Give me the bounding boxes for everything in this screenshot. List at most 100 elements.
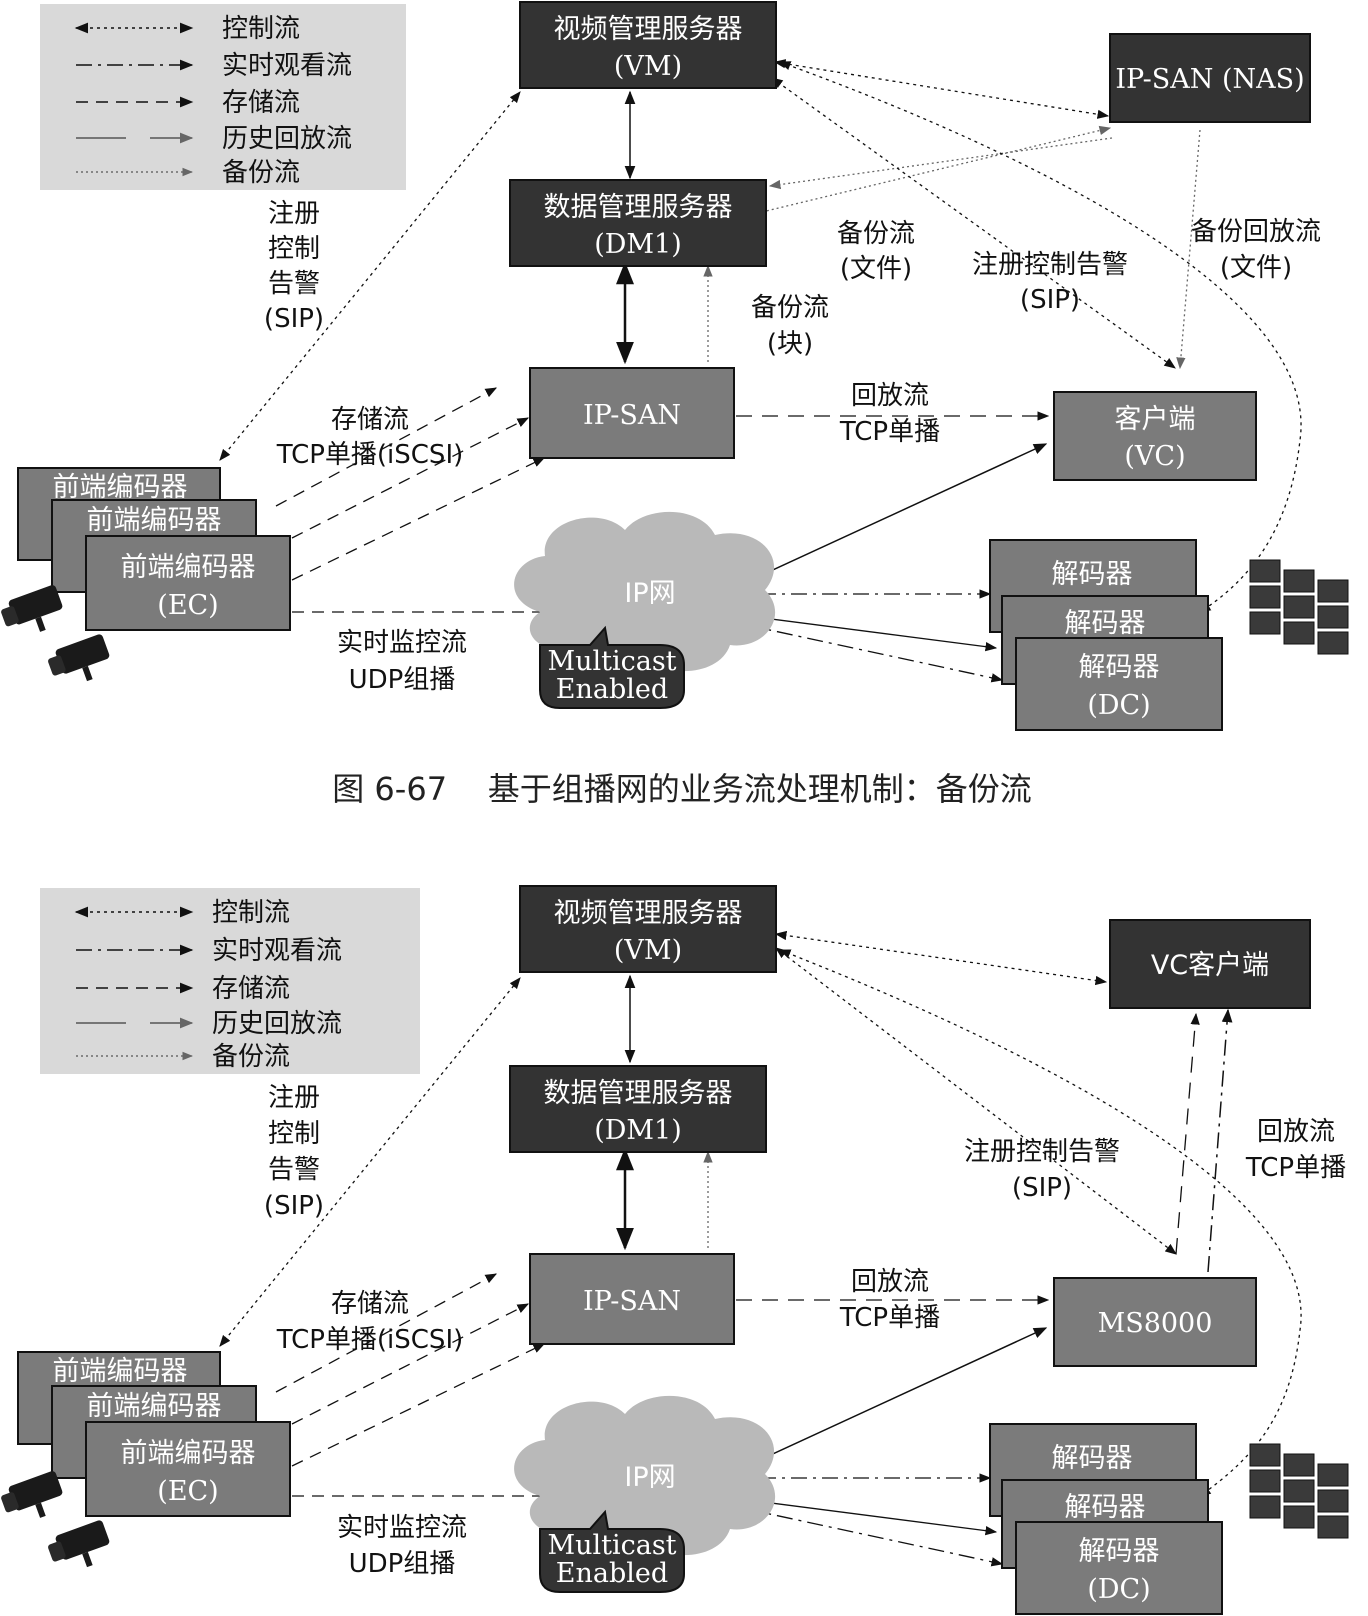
- encoder-label-back2: 前端编码器: [87, 505, 222, 536]
- legend-label-live: 实时观看流: [222, 51, 352, 81]
- backup-block-label-1: 备份流: [751, 293, 829, 323]
- sip-left-line3: 告警: [268, 269, 320, 299]
- encoder-label: 前端编码器: [121, 552, 256, 583]
- ec-ipsan-storage-1: [275, 387, 498, 507]
- nas-client-backup-playback: [1176, 129, 1201, 370]
- decoder-stack: 解码器 解码器 解码器 (DC): [989, 539, 1349, 731]
- encoder-box: [85, 535, 291, 631]
- b-encoder-label: 前端编码器: [121, 1438, 256, 1469]
- multicast-line2: Enabled: [556, 674, 668, 705]
- b-sip-right-label-2: (SIP): [1012, 1173, 1072, 1203]
- backup-playback-label-2: (文件): [1220, 253, 1292, 283]
- b-ipsan-box: [529, 1253, 735, 1345]
- b-multicast-line2: Enabled: [556, 1558, 668, 1589]
- nas-label: IP-SAN (NAS): [1115, 64, 1304, 95]
- b-flow-labels: 注册 控制 告警 (SIP) 存储流 TCP单播(iSCSI) 回放流 TCP单…: [264, 1083, 1346, 1579]
- playback-label-1: 回放流: [851, 381, 929, 411]
- dm-server: 数据管理服务器 (DM1): [509, 179, 767, 267]
- b-ms-label: MS8000: [1098, 1308, 1213, 1339]
- encoder-stack: 前端编码器 前端编码器 前端编码器 (EC): [0, 467, 291, 692]
- b-ec-ipsan-storage-2: [291, 1303, 530, 1425]
- b-dm-box: [509, 1065, 767, 1153]
- b-decoder-label-back2: 解码器: [1065, 1492, 1146, 1523]
- legend-label-backup: 备份流: [222, 158, 300, 188]
- vm-server: 视频管理服务器 (VM): [519, 1, 777, 89]
- decoder-sub-label: (DC): [1087, 690, 1150, 721]
- video-wall-icon: [1249, 559, 1349, 655]
- nas-box: [1109, 33, 1311, 123]
- b-vm-label: 视频管理服务器: [554, 898, 743, 929]
- backup-file-label-2: (文件): [840, 254, 912, 284]
- b-cloud-shape: [514, 1395, 776, 1557]
- b-vm-dc-control: [778, 949, 1302, 1497]
- b-cloud-label: IP网: [624, 1462, 675, 1493]
- b-vm-server: 视频管理服务器 (VM): [519, 885, 777, 973]
- b-vm-box: [519, 885, 777, 973]
- legend-label-storage: 存储流: [222, 88, 300, 118]
- b-decoder-stack: 解码器 解码器 解码器 (DC): [989, 1423, 1349, 1615]
- camera-icon-2: [45, 633, 116, 692]
- b-ec-ipsan-storage-1: [275, 1273, 498, 1393]
- b-live-label-2: UDP组播: [349, 1549, 456, 1579]
- b-decoder-sub-label: (DC): [1087, 1574, 1150, 1605]
- dm-sub-label: (DM1): [594, 229, 682, 260]
- b-ms-vc-playback-2: [1207, 1008, 1233, 1273]
- b-storage-label-2: TCP单播(iSCSI): [276, 1325, 464, 1355]
- b-ms-box: [1053, 1277, 1257, 1367]
- decoder-label: 解码器: [1079, 652, 1160, 683]
- sip-right-label-2: (SIP): [1020, 285, 1080, 315]
- decoder-box: [1015, 637, 1223, 731]
- ipsan-storage: IP-SAN: [529, 367, 735, 459]
- b-encoder-label-back1: 前端编码器: [53, 1356, 188, 1387]
- storage-label-1: 存储流: [331, 405, 409, 435]
- connections-2: [219, 930, 1302, 1567]
- b-playback-right-label-2: TCP单播: [1245, 1153, 1346, 1183]
- b-vc-client: VC客户端: [1109, 919, 1311, 1009]
- b-vc-label: VC客户端: [1151, 950, 1269, 981]
- b-sip-left-line4: (SIP): [264, 1191, 324, 1221]
- ec-ipsan-storage-3: [291, 457, 546, 581]
- legend-2: 控制流 实时观看流 存储流 历史回放流 备份流: [40, 888, 420, 1074]
- decoder-label-back2: 解码器: [1065, 608, 1146, 639]
- legend2-label-backup: 备份流: [212, 1042, 290, 1072]
- nas-dm-backup-file: [768, 137, 1113, 190]
- multicast-badge: [539, 625, 685, 709]
- b-playback-right-label-1: 回放流: [1257, 1117, 1335, 1147]
- b-ip-network-cloud: IP网 Multicast Enabled: [514, 1395, 776, 1593]
- b-decoder-box: [1015, 1521, 1223, 1615]
- b-camera-icon-2: [45, 1519, 116, 1578]
- playback-label-2: TCP单播: [839, 417, 940, 447]
- vm-label: 视频管理服务器: [554, 14, 743, 45]
- ipsan-label: IP-SAN: [583, 400, 681, 431]
- dm-nas-backup-file: [761, 125, 1112, 213]
- b-vm-vc-control: [774, 930, 1108, 986]
- b-dm-label: 数据管理服务器: [544, 1078, 733, 1109]
- cloud-label: IP网: [624, 578, 675, 609]
- b-storage-label-1: 存储流: [331, 1289, 409, 1319]
- b-ipsan-label: IP-SAN: [583, 1286, 681, 1317]
- b-vc-box: [1109, 919, 1311, 1009]
- sip-left-line2: 控制: [268, 234, 320, 264]
- b-multicast-line1: Multicast: [547, 1530, 676, 1561]
- b-decoder-label: 解码器: [1079, 1536, 1160, 1567]
- sip-left-line1: 注册: [268, 199, 320, 229]
- b-encoder-sub-label: (EC): [157, 1476, 218, 1507]
- legend2-label-live: 实时观看流: [212, 936, 342, 966]
- b-encoder-label-back2: 前端编码器: [87, 1391, 222, 1422]
- client-sub-label: (VC): [1124, 441, 1185, 472]
- b-ec-ipsan-storage-3: [291, 1343, 546, 1467]
- b-playback-label-2: TCP单播: [839, 1303, 940, 1333]
- b-ipsan-storage: IP-SAN: [529, 1253, 735, 1345]
- multicast-line1: Multicast: [547, 646, 676, 677]
- client-vc: 客户端 (VC): [1053, 391, 1257, 481]
- figure-caption: 图 6-67 基于组播网的业务流处理机制：备份流: [332, 770, 1032, 808]
- sip-right-label-1: 注册控制告警: [972, 250, 1128, 280]
- legend-label-history: 历史回放流: [222, 124, 352, 154]
- legend: 控制流 实时观看流 存储流 历史回放流 备份流: [40, 4, 406, 190]
- live-label-1: 实时监控流: [337, 628, 467, 658]
- b-decoder-label-back1: 解码器: [1052, 1443, 1133, 1474]
- client-box: [1053, 391, 1257, 481]
- b-encoder-box: [85, 1421, 291, 1517]
- dm-label: 数据管理服务器: [544, 192, 733, 223]
